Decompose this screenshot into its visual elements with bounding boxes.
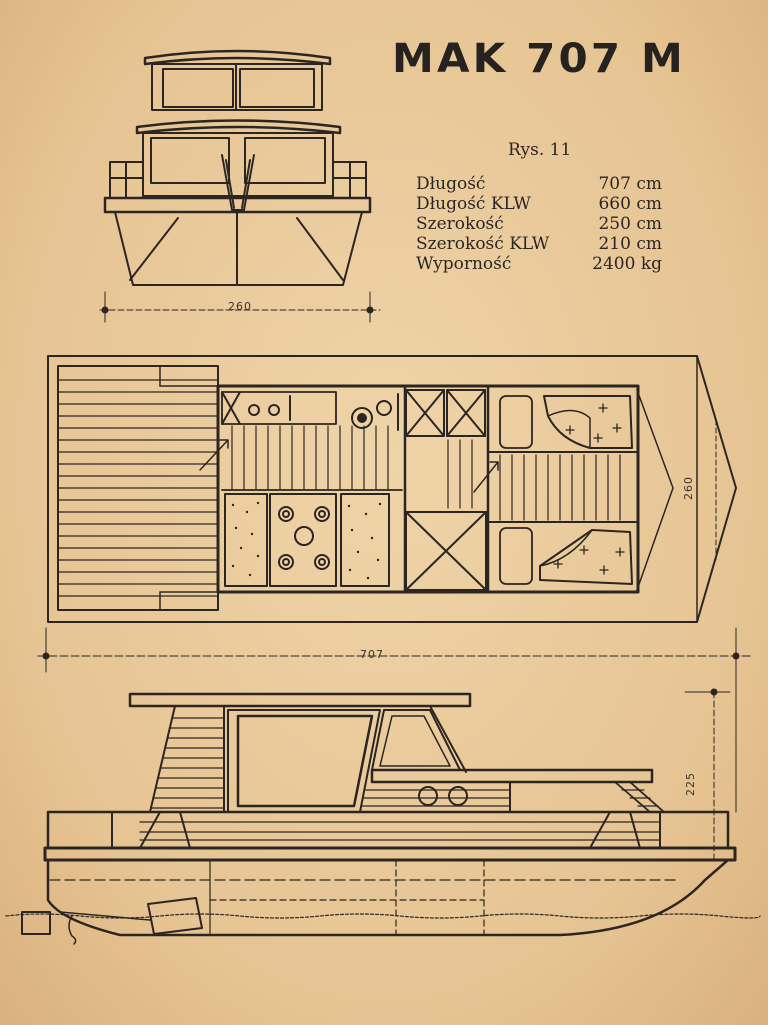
spec-row: Szerokość KLW 210 cm xyxy=(416,234,662,254)
spec-unit: cm xyxy=(636,174,662,194)
side-view xyxy=(5,659,761,945)
spec-label: Długość xyxy=(416,174,486,194)
figure-caption: Rys. 11 xyxy=(508,140,572,160)
spec-label: Szerokość KLW xyxy=(416,234,550,254)
spec-value: 250 xyxy=(598,214,631,234)
spec-row: Wyporność 2400 kg xyxy=(416,254,662,274)
spec-label: Długość KLW xyxy=(416,194,531,214)
spec-unit: cm xyxy=(636,194,662,214)
dimension-front-width: 260 xyxy=(228,300,252,313)
front-view xyxy=(99,49,381,323)
spec-value: 210 xyxy=(598,234,631,254)
dimension-plan-width: 260 xyxy=(682,476,695,500)
spec-row: Długość 707 cm xyxy=(416,174,662,194)
spec-unit: cm xyxy=(636,234,662,254)
page-title: MAK 707 M xyxy=(392,36,686,82)
spec-row: Długość KLW 660 cm xyxy=(416,194,662,214)
spec-unit: kg xyxy=(640,254,662,274)
spec-value: 660 xyxy=(598,194,631,214)
spec-row: Szerokość 250 cm xyxy=(416,214,662,234)
spec-value: 2400 xyxy=(592,254,636,274)
spec-label: Szerokość xyxy=(416,214,504,234)
dimension-height: 225 xyxy=(684,772,697,796)
plan-view xyxy=(37,355,751,673)
spec-label: Wyporność xyxy=(416,254,512,274)
spec-value: 707 xyxy=(598,174,631,194)
specifications-table: Długość 707 cm Długość KLW 660 cm Szerok… xyxy=(416,174,662,274)
dimension-overall-length: 707 xyxy=(360,648,384,661)
spec-unit: cm xyxy=(636,214,662,234)
